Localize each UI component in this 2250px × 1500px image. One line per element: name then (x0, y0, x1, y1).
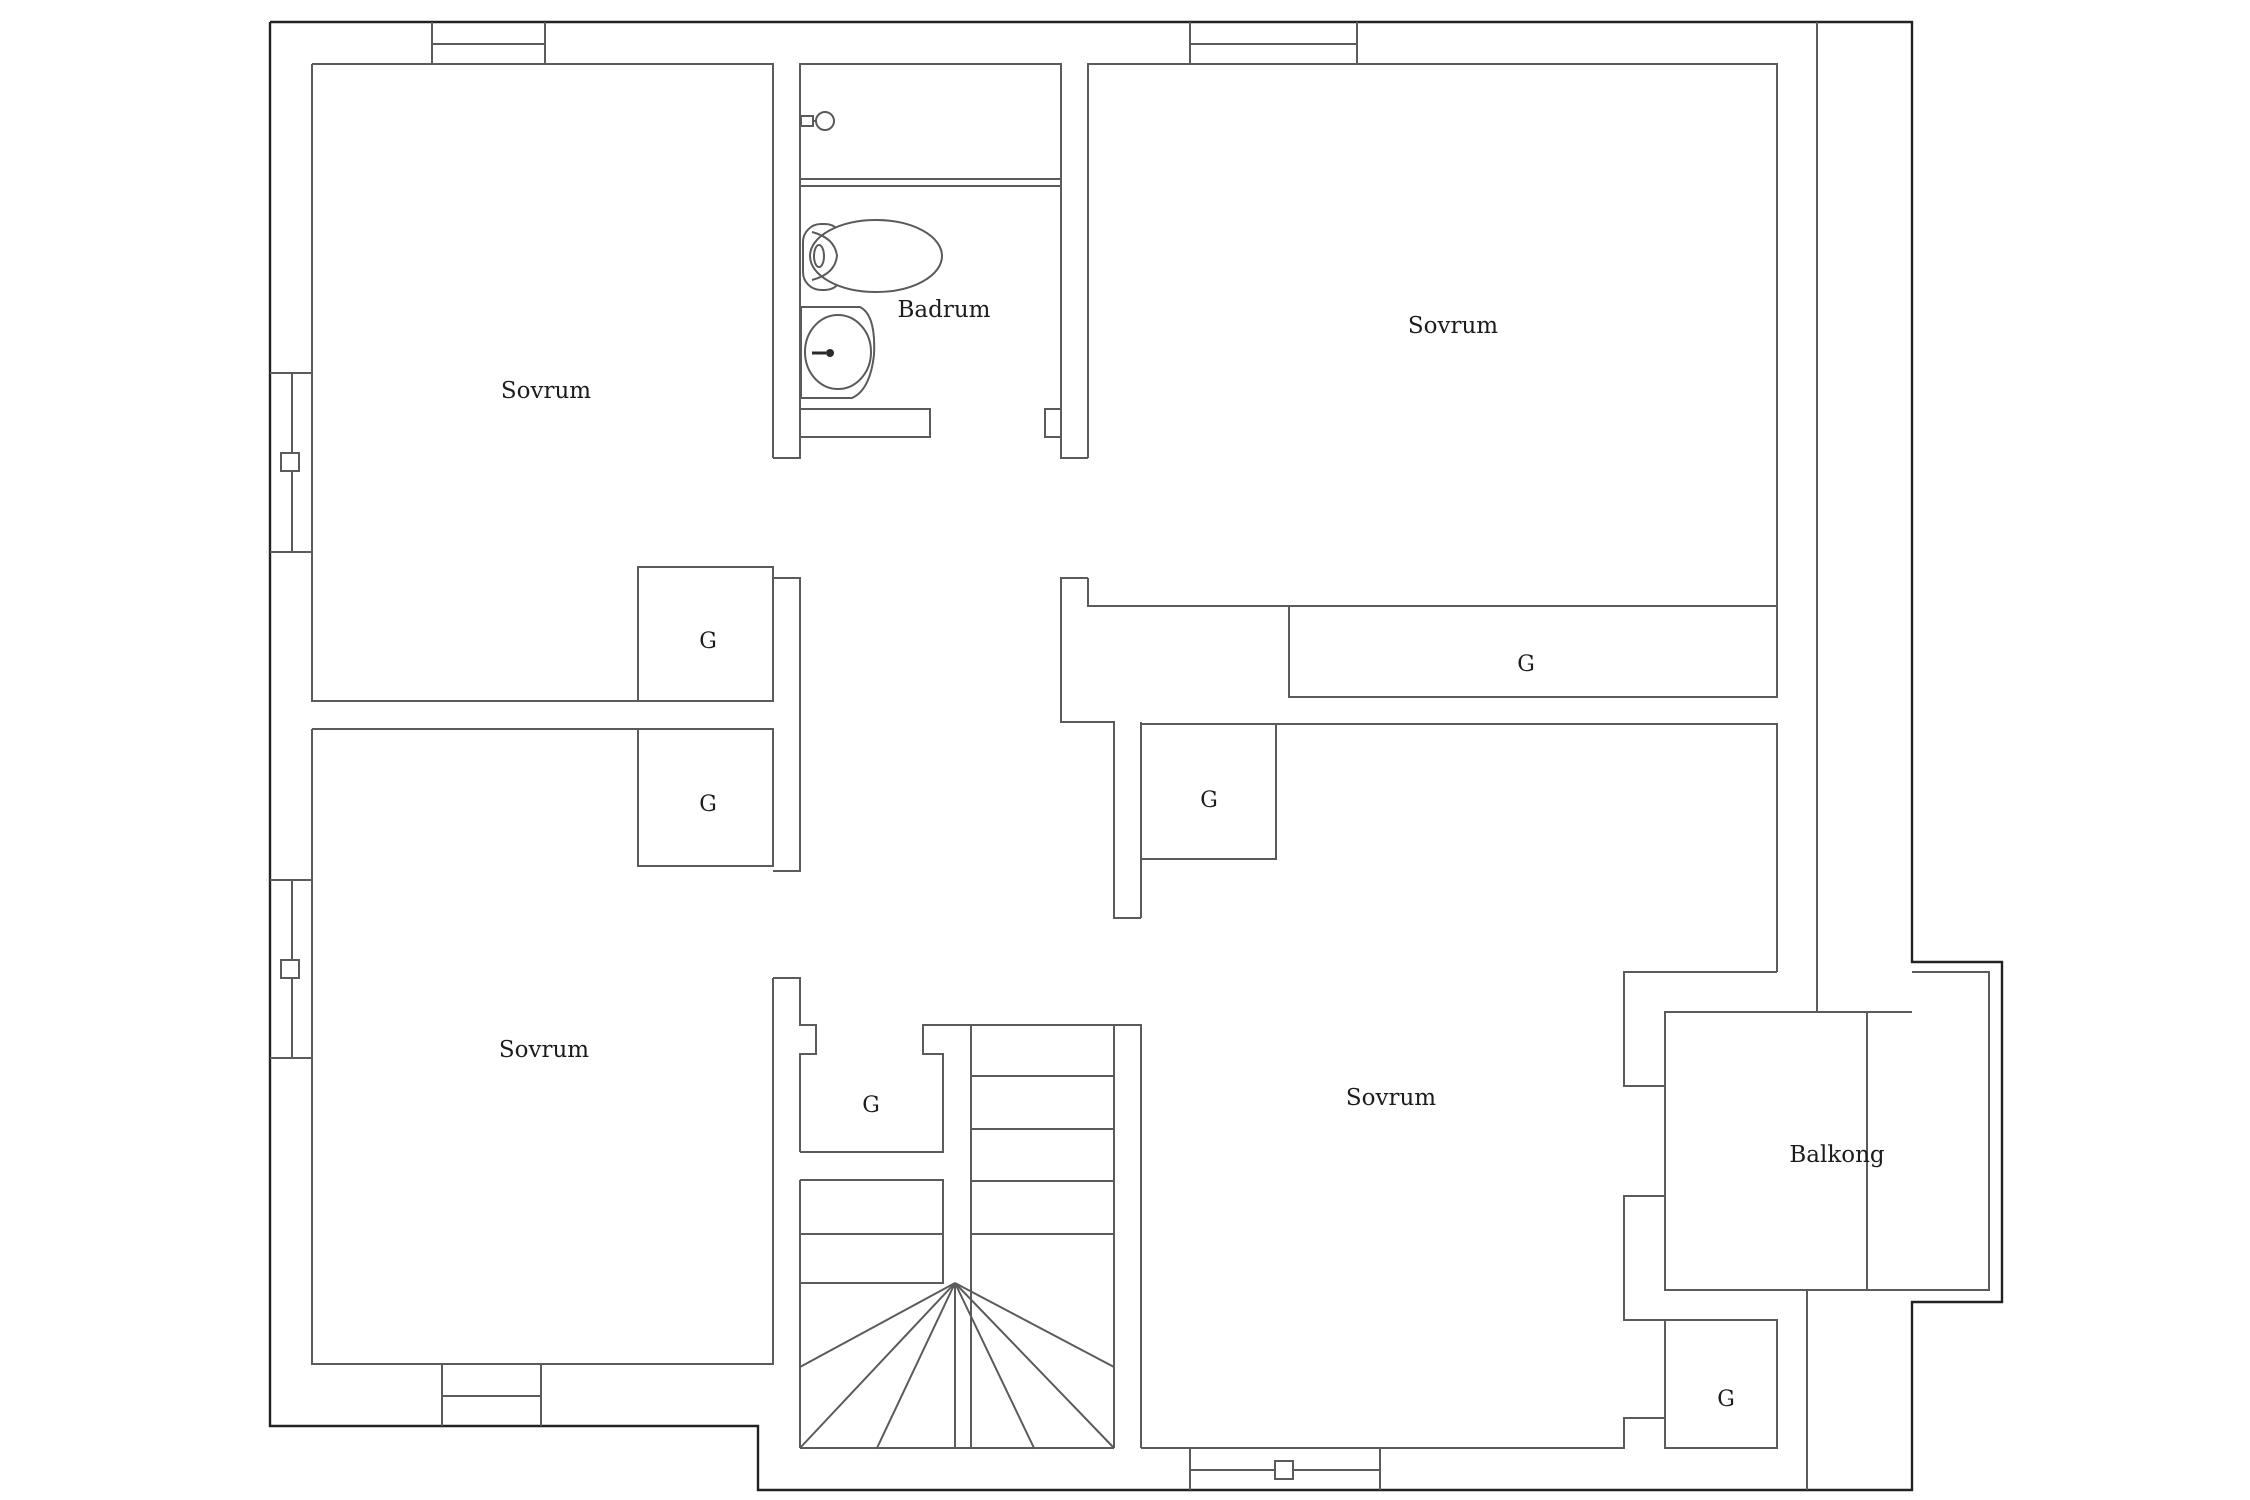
room-bathroom (773, 63, 1088, 459)
label-closet-nw: G (699, 629, 717, 654)
label-balcony: Balkong (1789, 1142, 1885, 1168)
label-closet-stair: G (862, 1093, 880, 1118)
window-bottom-left (441, 1364, 542, 1426)
label-closet-sw: G (699, 792, 717, 817)
window-top-right (1189, 22, 1358, 64)
sink-icon (800, 306, 876, 399)
room-bedroom-ne (1060, 63, 1778, 919)
stair-area (799, 1024, 1142, 1449)
room-bedroom-nw (311, 63, 801, 872)
label-closet-center: G (1200, 788, 1218, 813)
center-closet (1140, 723, 1778, 972)
label-bathroom: Badrum (898, 297, 991, 323)
stair-winders (799, 1282, 1115, 1449)
label-bedroom-sw: Sovrum (499, 1037, 589, 1063)
room-labels: Sovrum Badrum Sovrum Sovrum Sovrum Balko… (499, 297, 1885, 1168)
window-top-left (431, 22, 546, 64)
window-bottom-center (1189, 1448, 1381, 1490)
label-bedroom-ne: Sovrum (1408, 313, 1498, 339)
shower-head-icon (800, 111, 835, 131)
label-bedroom-nw: Sovrum (501, 378, 591, 404)
room-bedroom-se (1141, 971, 1778, 1449)
label-closet-ne: G (1517, 652, 1535, 677)
closet-labels: G G G G G G (699, 629, 1735, 1412)
room-bedroom-sw (311, 728, 817, 1365)
balcony (1664, 971, 1990, 1490)
label-bedroom-se: Sovrum (1346, 1085, 1436, 1111)
label-closet-se: G (1717, 1387, 1735, 1412)
windows (270, 22, 1381, 1490)
toilet-icon (802, 219, 943, 293)
window-left-lower (270, 879, 312, 1059)
window-left-upper (270, 372, 312, 553)
outer-wall (268, 20, 2004, 1492)
stair-treads (800, 1075, 1114, 1235)
